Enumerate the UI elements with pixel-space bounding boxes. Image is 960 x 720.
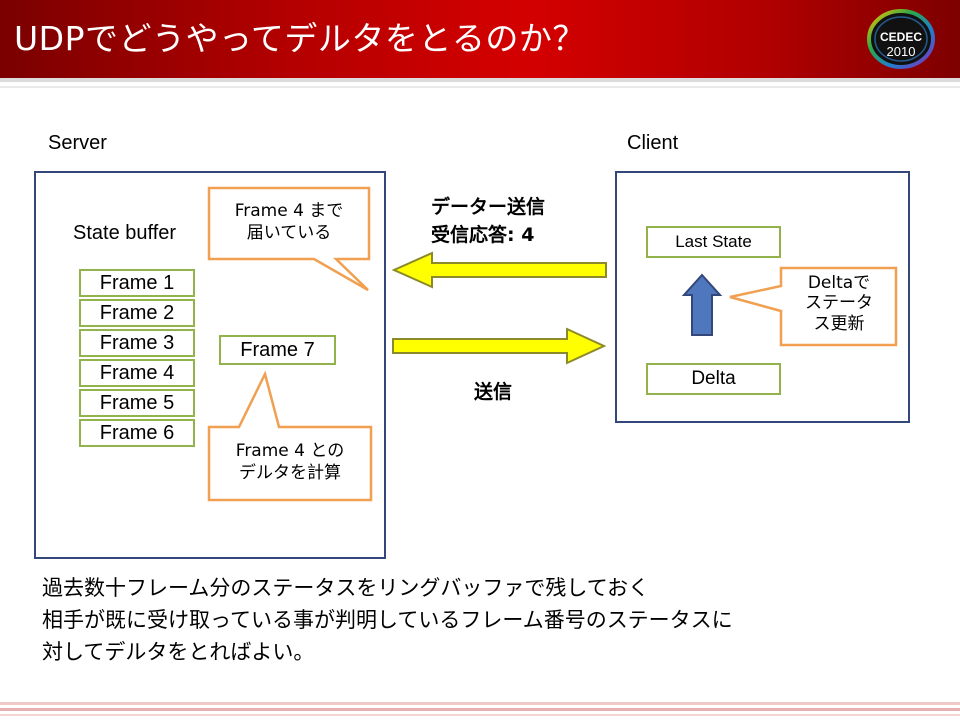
frame-list: Frame 1 Frame 2 Frame 3 Frame 4 Frame 5 …	[79, 269, 195, 449]
footer-line	[0, 714, 960, 716]
callout-top-shape	[207, 186, 371, 292]
callout-client: Deltaで ステータ ス更新	[784, 273, 894, 334]
footer-line	[0, 708, 960, 711]
current-frame-box: Frame 7	[219, 335, 336, 365]
footer-line	[0, 702, 960, 705]
send-arrow	[392, 327, 607, 365]
list-item: Frame 6	[79, 419, 195, 447]
header-divider-secondary	[0, 86, 960, 88]
list-item: Frame 4	[79, 359, 195, 387]
callout-top: Frame 4 まで 届いている	[212, 200, 366, 244]
callout-client-shape	[729, 266, 898, 347]
state-buffer-label: State buffer	[73, 222, 177, 244]
callout-client-line3: ス更新	[813, 313, 865, 334]
last-state-box: Last State	[646, 226, 781, 258]
callout-bottom-line2: デルタを計算	[239, 463, 341, 484]
slide-header	[0, 0, 960, 78]
receive-label-line2: 受信応答: 4	[431, 224, 535, 246]
list-item: Frame 3	[79, 329, 195, 357]
body-line-1: 過去数十フレーム分のステータスをリングバッファで残しておく	[42, 576, 650, 600]
callout-top-line2: 届いている	[246, 223, 332, 244]
body-line-3: 対してデルタをとればよい。	[42, 640, 315, 664]
client-label: Client	[627, 132, 679, 154]
list-item: Frame 1	[79, 269, 195, 297]
server-panel	[34, 171, 386, 559]
client-panel	[615, 171, 910, 423]
callout-bottom-line1: Frame 4 との	[235, 441, 345, 461]
callout-bottom: Frame 4 との デルタを計算	[212, 440, 368, 484]
delta-box: Delta	[646, 363, 781, 395]
server-label: Server	[48, 132, 107, 154]
callout-client-line2: ステータ	[805, 293, 873, 314]
logo-year: 2010	[887, 44, 916, 59]
logo-text: CEDEC	[880, 30, 922, 44]
receive-label-line1: データー送信	[431, 196, 546, 218]
cedec-logo: CEDEC 2010	[867, 9, 935, 69]
list-item: Frame 2	[79, 299, 195, 327]
callout-client-line1: Deltaで	[807, 273, 871, 293]
receive-arrow	[391, 251, 607, 289]
list-item: Frame 5	[79, 389, 195, 417]
body-line-2: 相手が既に受け取っている事が判明しているフレーム番号のステータスに	[42, 608, 733, 632]
slide-title: UDPでどうやってデルタをとるのか？	[14, 19, 586, 58]
callout-bottom-shape	[207, 370, 373, 502]
header-divider	[0, 78, 960, 82]
send-label: 送信	[474, 381, 513, 403]
callout-top-line1: Frame 4 まで	[234, 201, 344, 221]
up-arrow	[681, 273, 723, 336]
